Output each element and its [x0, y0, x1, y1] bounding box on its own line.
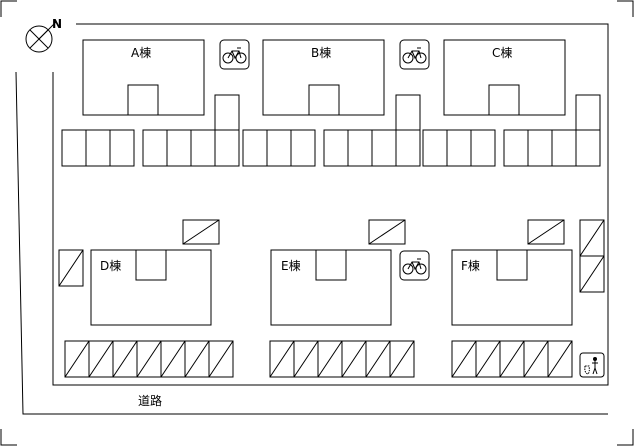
compass-label: N [52, 17, 62, 31]
building-a: A棟 [82, 39, 205, 116]
parking-stall-hatch [547, 340, 573, 378]
building-label: E棟 [281, 258, 301, 273]
parking-stall-hatch [365, 340, 391, 378]
parking-stall-hatch [475, 340, 501, 378]
parking-stall-hatch [499, 340, 525, 378]
parking-stall-hatch [112, 340, 138, 378]
building-label: D棟 [100, 258, 121, 273]
parking-stall-hatch [389, 340, 415, 378]
building-d: D棟 [90, 249, 212, 326]
building-c: C棟 [443, 39, 566, 116]
parking-stall-hatch [317, 340, 343, 378]
building-b: B棟 [262, 39, 385, 116]
parking-stall-hatch [451, 340, 477, 378]
trash-icon [579, 352, 605, 378]
building-label: C棟 [492, 45, 512, 60]
parking-stall-hatch [523, 340, 549, 378]
parking-stall-hatch [64, 340, 90, 378]
bicycle-icon [399, 39, 430, 70]
bicycle-icon [399, 250, 430, 281]
parking-stall-hatch [208, 340, 234, 378]
compass-icon: N [25, 17, 62, 53]
parking-stall-hatch [160, 340, 186, 378]
site-boundary [15, 23, 609, 415]
road-label: 道路 [138, 393, 162, 408]
building-label: F棟 [461, 258, 480, 273]
upper-parking [61, 94, 601, 167]
parking-stall-hatch [341, 340, 367, 378]
parking-stall-hatch [269, 340, 295, 378]
building-label: A棟 [131, 45, 151, 60]
bicycle-icon [219, 39, 250, 70]
parking-stall-hatch [293, 340, 319, 378]
building-f: F棟 [451, 249, 573, 326]
parking-stall-hatch [88, 340, 114, 378]
parking-stall-hatch [136, 340, 162, 378]
lower-parking [64, 340, 573, 378]
parking-stall-hatch [184, 340, 210, 378]
building-e: E棟 [270, 249, 392, 326]
building-label: B棟 [311, 45, 331, 60]
storage-spaces [58, 219, 605, 293]
